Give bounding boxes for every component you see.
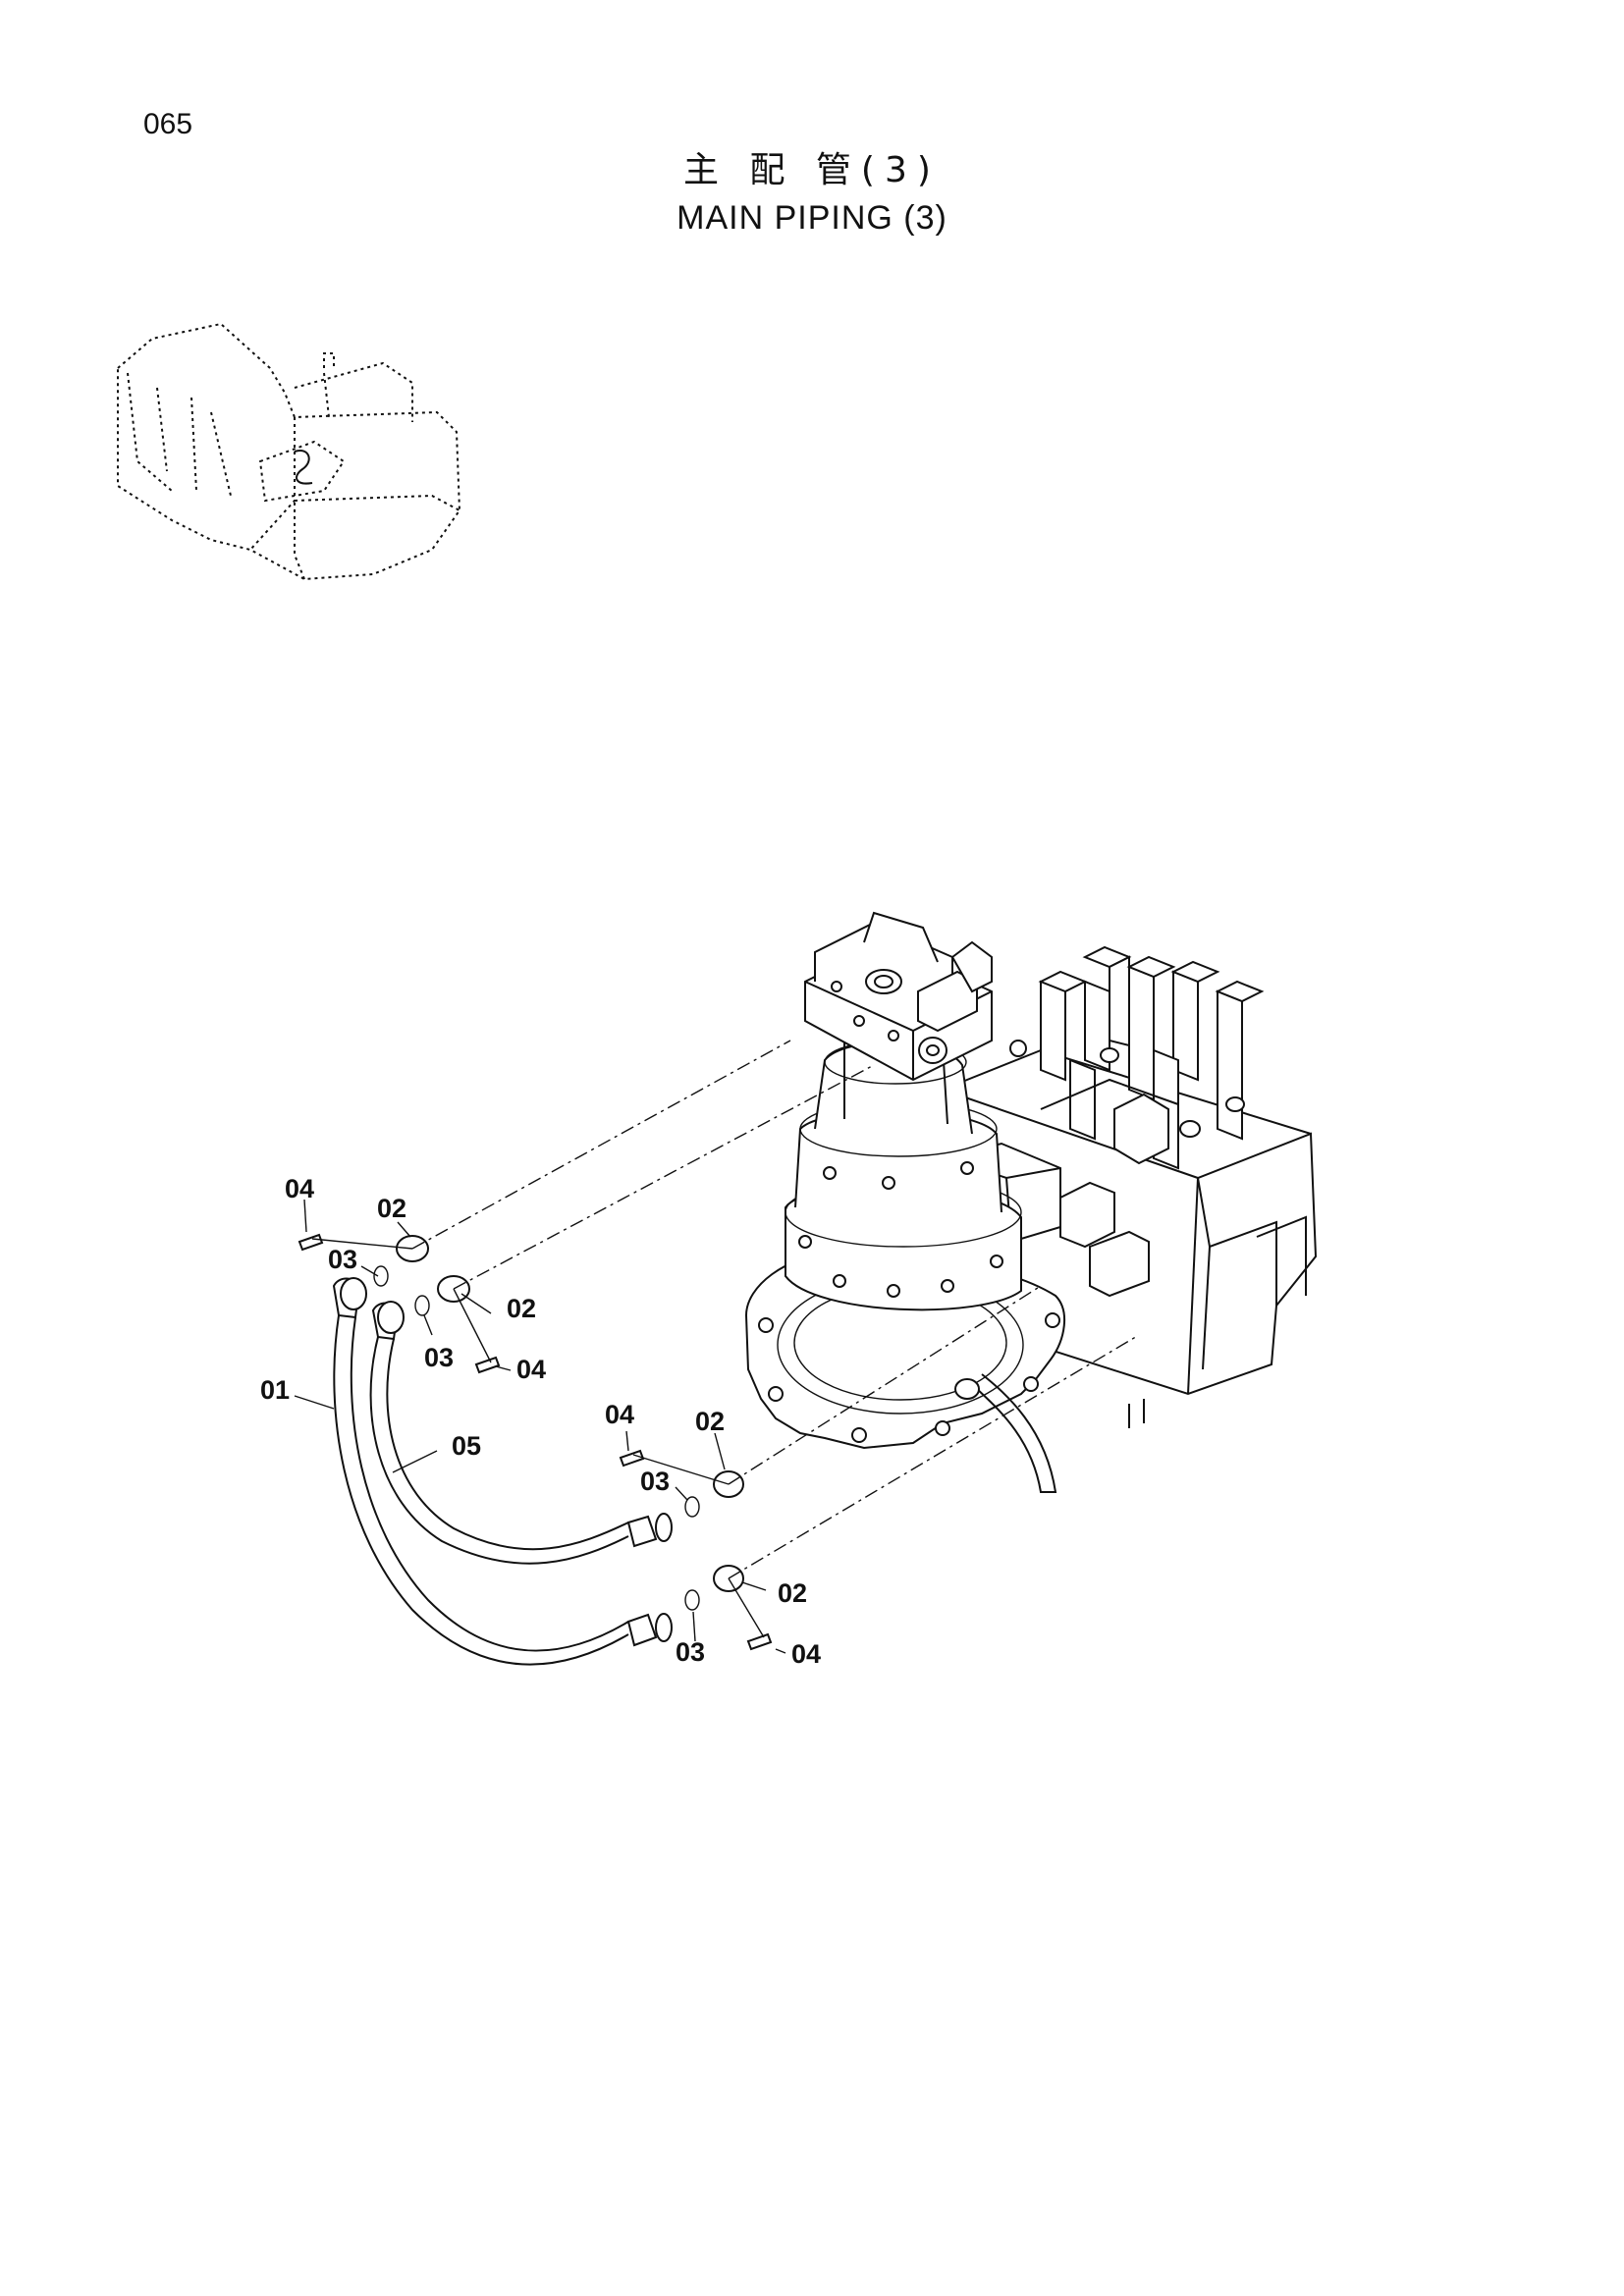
leader-lines <box>294 1199 786 1654</box>
callout-03: 03 <box>328 1245 357 1274</box>
callout-05: 05 <box>452 1431 481 1461</box>
callout-04: 04 <box>516 1355 546 1384</box>
callout-01: 01 <box>260 1375 290 1405</box>
callout-04: 04 <box>285 1174 314 1203</box>
hose-05 <box>369 1301 673 1565</box>
callout-03: 03 <box>676 1637 705 1667</box>
title-block: 主 配 管(3) MAIN PIPING (3) <box>0 147 1624 241</box>
centerlines <box>311 1040 1140 1638</box>
split-flange-02 <box>396 1235 744 1592</box>
callout-04: 04 <box>605 1400 634 1429</box>
callout-03: 03 <box>640 1467 670 1496</box>
o-ring-03 <box>373 1265 700 1611</box>
page-number: 065 <box>143 108 193 140</box>
callout-03: 03 <box>424 1343 454 1372</box>
title-japanese: 主 配 管(3) <box>683 150 941 190</box>
callout-02: 02 <box>377 1194 406 1223</box>
swing-motor-assembly <box>744 911 1066 1493</box>
excavator-locator-icon <box>117 322 461 581</box>
callout-04: 04 <box>791 1639 821 1669</box>
hose-01 <box>332 1277 673 1666</box>
callout-labels: 04 02 03 02 03 04 01 05 04 02 03 02 03 0… <box>260 1174 821 1669</box>
callout-02: 02 <box>695 1407 725 1436</box>
callout-02: 02 <box>507 1294 536 1323</box>
callout-02: 02 <box>778 1578 807 1608</box>
title-english: MAIN PIPING (3) <box>677 199 947 237</box>
bolt-04 <box>298 1233 773 1651</box>
